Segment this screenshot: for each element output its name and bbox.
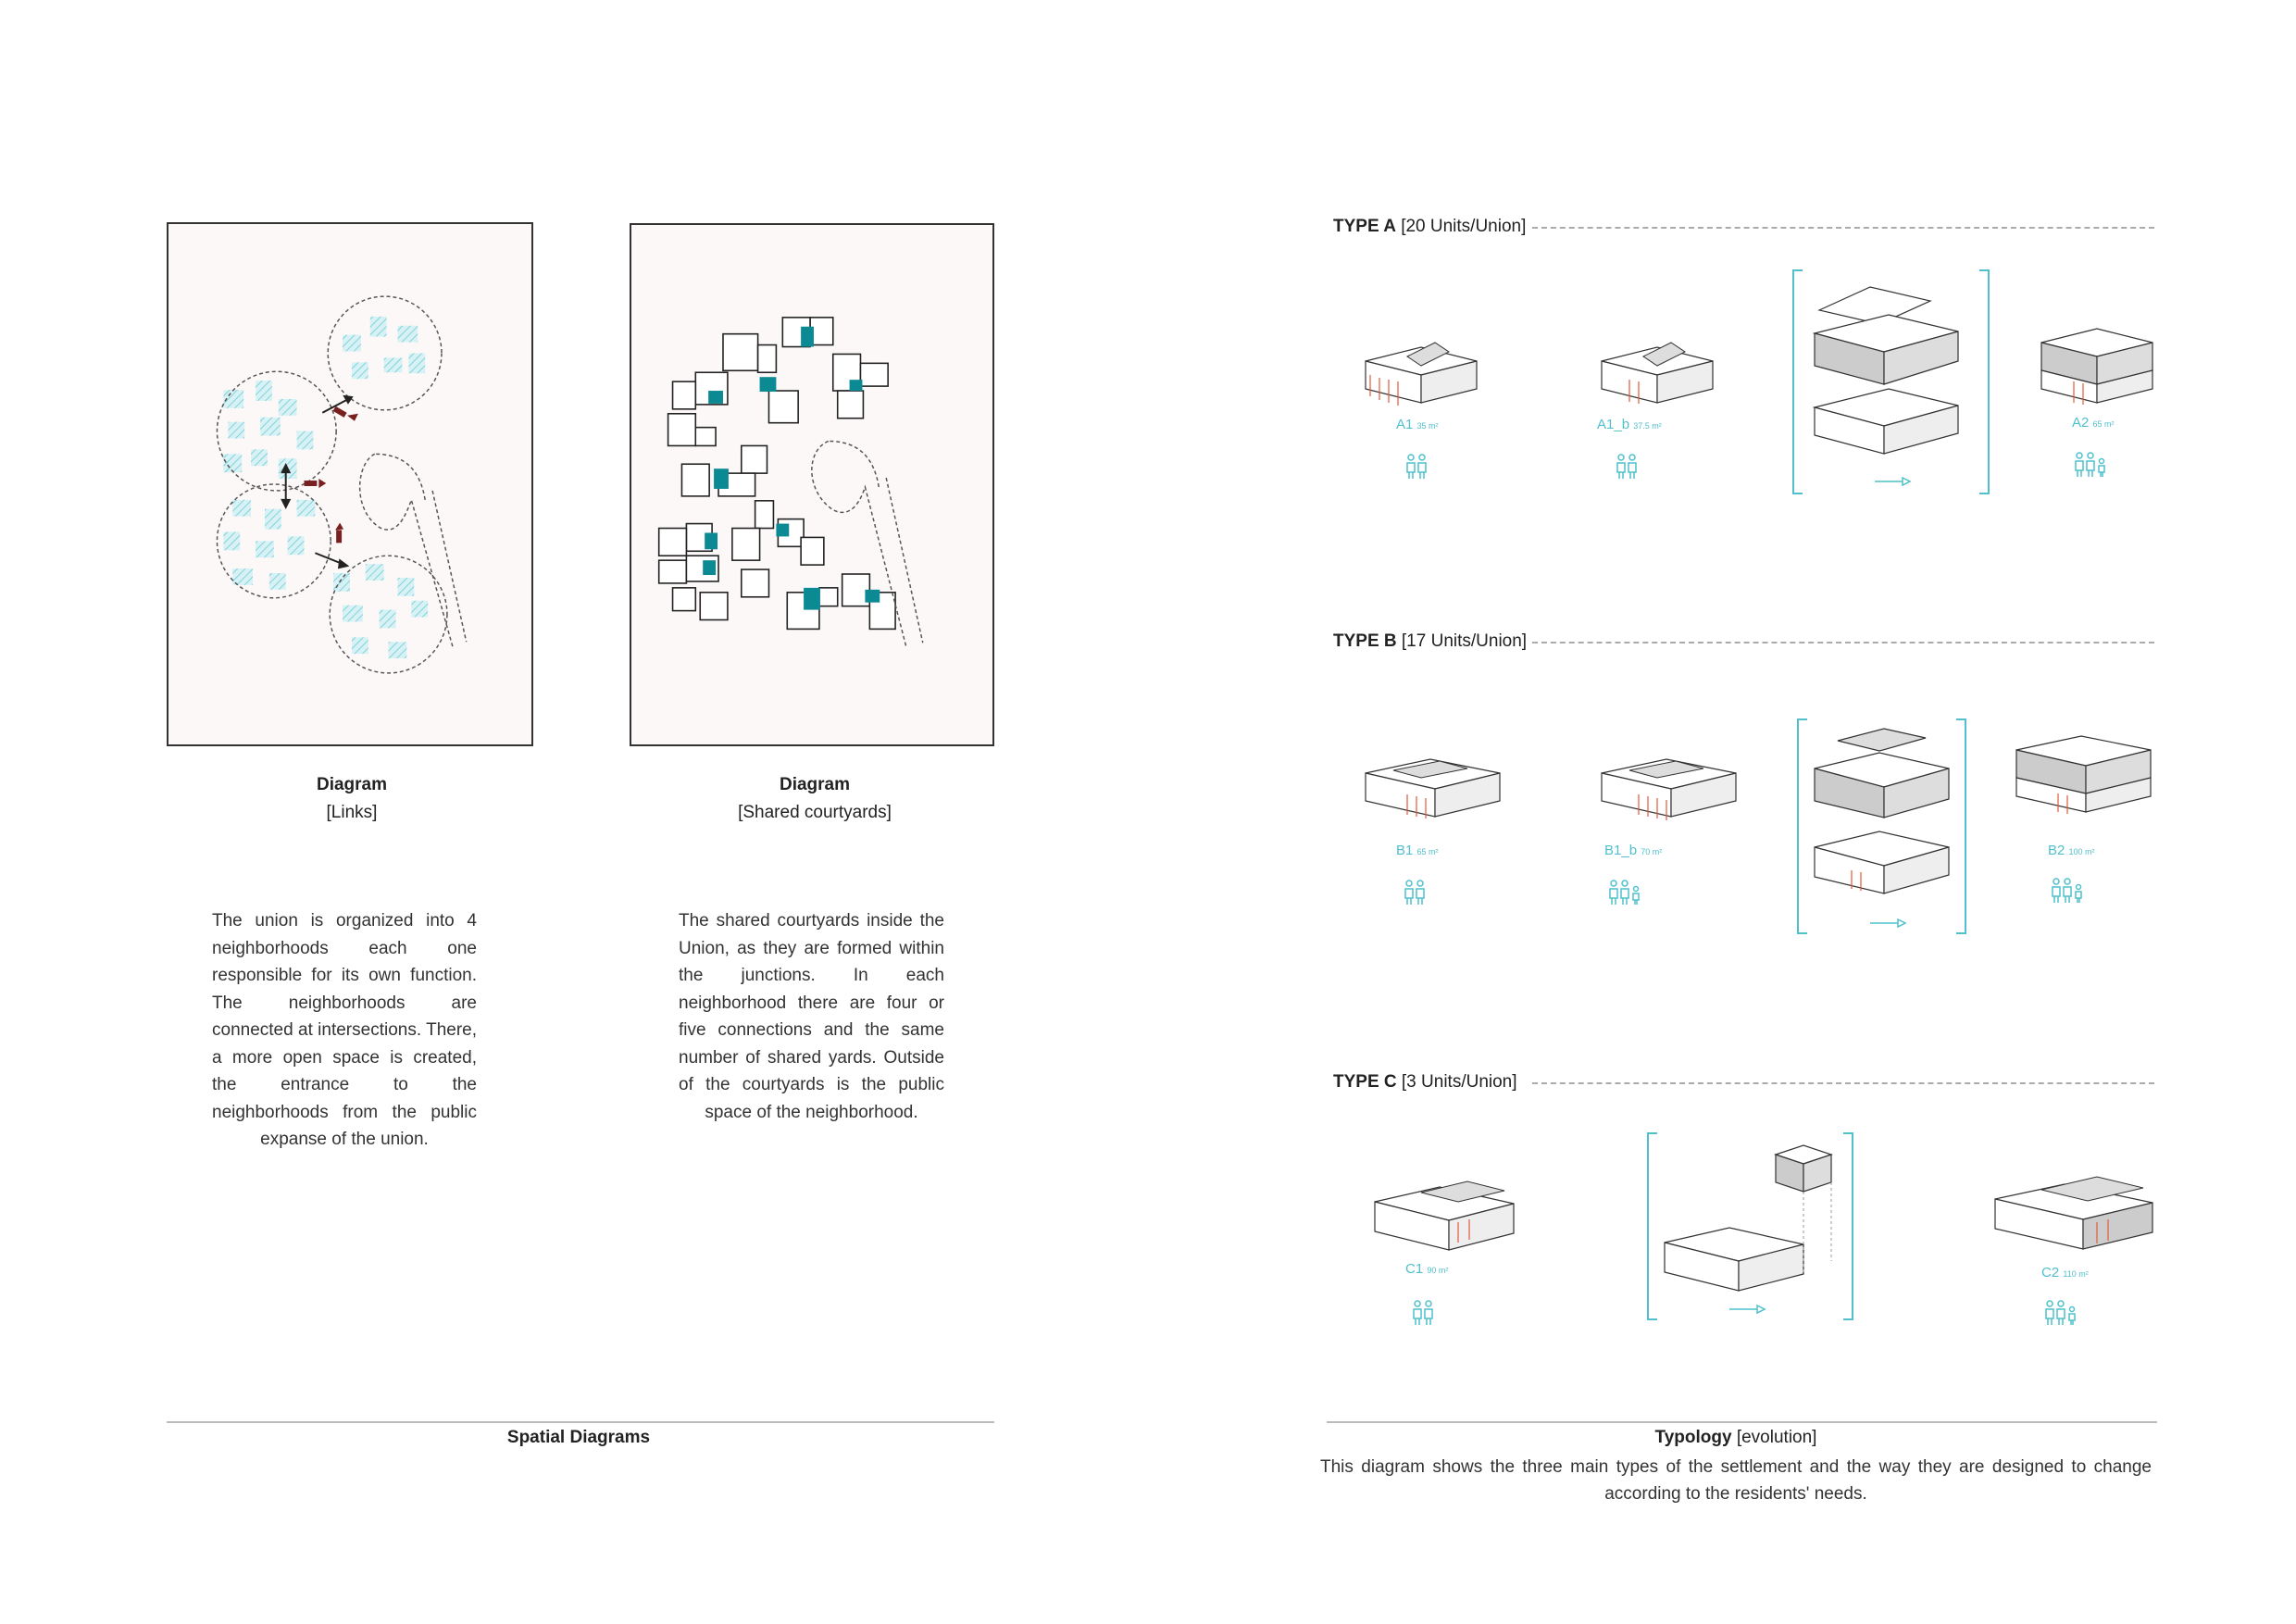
type-c-name: TYPE C: [1333, 1072, 1397, 1092]
house-c1-drawing: [1366, 1174, 1518, 1257]
label-a2-area: 65 m²: [2092, 419, 2115, 429]
courtyards-caption: Diagram [Shared courtyards]: [704, 771, 926, 827]
type-c-units: [3 Units/Union]: [1401, 1072, 1517, 1092]
courtyards-diagram-panel: [630, 223, 994, 746]
links-diagram-panel: [167, 222, 533, 746]
label-a1-name: A1: [1396, 417, 1414, 432]
label-c2-name: C2: [2041, 1265, 2060, 1280]
house-c2-drawing: [1986, 1171, 2157, 1259]
label-a1b: A1_b 37.5 m²: [1597, 417, 1662, 432]
typology-label: Typology: [1654, 1428, 1732, 1447]
house-b1-drawing: [1356, 750, 1504, 824]
people-icon-a1b: [1614, 452, 1641, 480]
label-a1b-area: 37.5 m²: [1633, 421, 1662, 431]
people-icon-b2: [2049, 876, 2086, 904]
label-a2-name: A2: [2072, 415, 2090, 431]
courtyards-diagram-drawing: [657, 317, 924, 648]
links-caption-subtitle: [Links]: [326, 803, 378, 822]
label-b2-area: 100 m²: [2068, 847, 2095, 856]
label-b2: B2 100 m²: [2048, 843, 2095, 858]
label-a1b-name: A1_b: [1597, 417, 1630, 432]
label-a2: A2 65 m²: [2072, 415, 2115, 431]
links-description: The union is organized into 4 neighborho…: [212, 911, 477, 1149]
people-icon-a2: [2072, 450, 2109, 478]
people-icon-b1: [1402, 878, 1429, 906]
expansion-bracket-a: [1791, 269, 1990, 495]
label-a1: A1 35 m²: [1396, 417, 1439, 432]
type-a-name: TYPE A: [1333, 217, 1396, 236]
links-caption-title: Diagram: [316, 775, 388, 794]
people-icon-c2: [2042, 1298, 2079, 1326]
house-a2-drawing: [2032, 315, 2157, 407]
typology-description: This diagram shows the three main types …: [1320, 1457, 2152, 1504]
type-a-units: [20 Units/Union]: [1401, 217, 1527, 236]
expansion-bracket-c: [1646, 1131, 1854, 1321]
people-icon-c1: [1410, 1298, 1438, 1326]
people-icon-b1b: [1606, 878, 1643, 906]
left-footer-rule: [167, 1421, 994, 1423]
type-c-divider: [1532, 1082, 2154, 1084]
type-a-heading: TYPE A [20 Units/Union]: [1333, 217, 1526, 237]
label-c1-area: 90 m²: [1427, 1266, 1449, 1275]
expansion-bracket-b: [1796, 718, 1967, 935]
label-b2-name: B2: [2048, 843, 2065, 858]
links-diagram-drawing: [216, 295, 468, 674]
label-b1b-area: 70 m²: [1641, 847, 1663, 856]
label-c1: C1 90 m²: [1405, 1261, 1448, 1277]
people-icon-a1: [1404, 452, 1431, 480]
label-b1: B1 65 m²: [1396, 843, 1439, 858]
house-b1b-drawing: [1592, 750, 1741, 824]
label-b1-name: B1: [1396, 843, 1414, 858]
type-b-name: TYPE B: [1333, 631, 1397, 651]
courtyards-description: The shared courtyards inside the Union, …: [679, 911, 944, 1122]
type-a-divider: [1532, 227, 2154, 229]
courtyards-caption-title: Diagram: [779, 775, 851, 794]
right-footer-rule: [1327, 1421, 2157, 1423]
spatial-diagrams-label: Spatial Diagrams: [506, 1428, 651, 1447]
courtyards-caption-subtitle: [Shared courtyards]: [738, 803, 892, 822]
type-c-heading: TYPE C [3 Units/Union]: [1333, 1072, 1517, 1093]
left-footer-title: Spatial Diagrams: [417, 1428, 741, 1448]
links-caption: Diagram [Links]: [259, 771, 444, 827]
label-b1-area: 65 m²: [1416, 847, 1439, 856]
right-footer-title: Typology [evolution]: [1509, 1428, 1963, 1448]
house-a1-drawing: [1356, 333, 1481, 407]
house-a1b-drawing: [1592, 333, 1717, 407]
label-c1-name: C1: [1405, 1261, 1424, 1277]
label-c2-area: 110 m²: [2063, 1269, 2089, 1279]
type-b-heading: TYPE B [17 Units/Union]: [1333, 631, 1527, 652]
type-b-units: [17 Units/Union]: [1401, 631, 1528, 651]
label-b1b-name: B1_b: [1604, 843, 1638, 858]
typology-sublabel: [evolution]: [1731, 1428, 1817, 1447]
house-b2-drawing: [2007, 727, 2155, 819]
type-b-divider: [1532, 642, 2154, 643]
label-b1b: B1_b 70 m²: [1604, 843, 1662, 858]
label-a1-area: 35 m²: [1416, 421, 1439, 431]
label-c2: C2 110 m²: [2041, 1265, 2089, 1280]
